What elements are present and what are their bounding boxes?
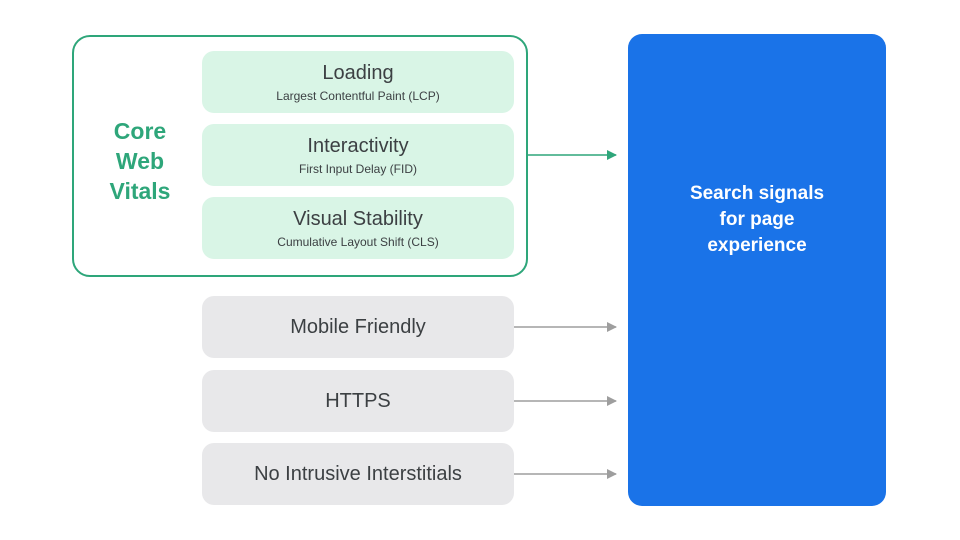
signal-no-intrusive-interstitials: No Intrusive Interstitials xyxy=(202,443,514,505)
metric-interactivity: Interactivity First Input Delay (FID) xyxy=(202,124,514,186)
title-line-core: Core xyxy=(113,118,167,144)
title-line-web: Web xyxy=(115,148,165,174)
metric-description: First Input Delay (FID) xyxy=(298,162,418,176)
signal-mobile-friendly: Mobile Friendly xyxy=(202,296,514,358)
result-label: Search signals for page experience xyxy=(689,183,825,256)
metric-description: Cumulative Layout Shift (CLS) xyxy=(277,235,439,249)
metric-loading: Loading Largest Contentful Paint (LCP) xyxy=(202,51,514,113)
title-line-vitals: Vitals xyxy=(109,178,171,204)
metric-name: Loading xyxy=(322,62,394,84)
metric-description: Largest Contentful Paint (LCP) xyxy=(276,89,440,103)
metric-name: Visual Stability xyxy=(293,208,423,230)
metric-visual-stability: Visual Stability Cumulative Layout Shift… xyxy=(202,197,514,259)
core-web-vitals-title: Core Web Vitals xyxy=(90,116,190,206)
metric-name: Interactivity xyxy=(307,135,409,157)
core-web-vitals-group xyxy=(72,35,528,277)
signal-https: HTTPS xyxy=(202,370,514,432)
search-signals-result: Search signals for page experience xyxy=(628,34,886,506)
